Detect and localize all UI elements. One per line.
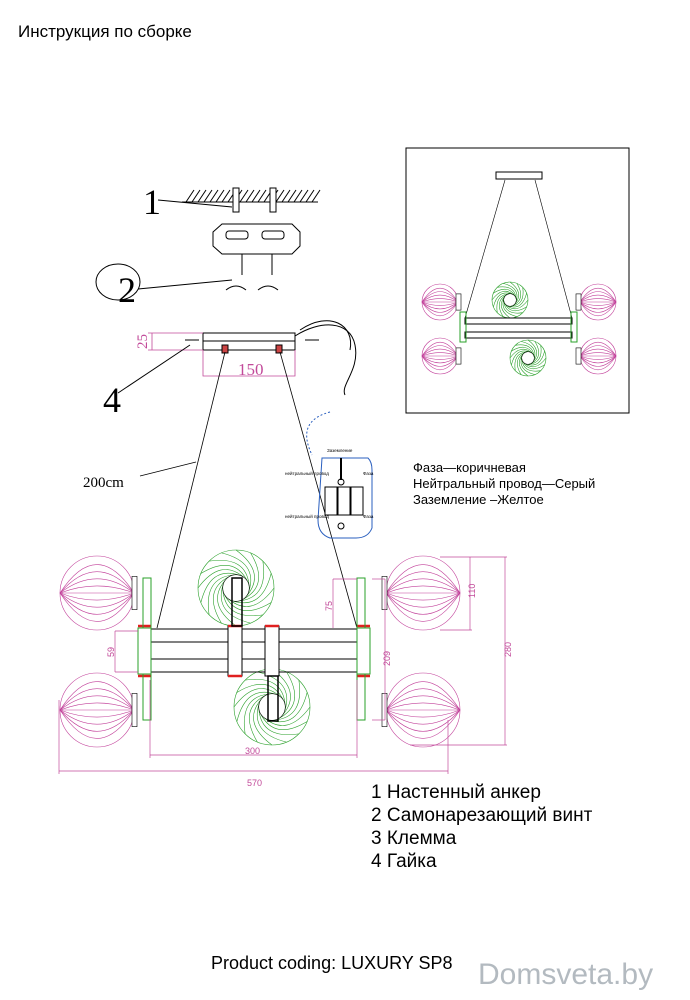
dim-mount-width: 150: [238, 360, 264, 379]
green-globe: [491, 281, 529, 319]
terminal-neutral-bottom-label: нейтральный провод: [285, 513, 329, 519]
terminal-neutral-top-label: нейтральный провод: [285, 470, 329, 476]
dim-280: 280: [503, 642, 513, 657]
wiring-ground: Заземление –Желтое: [413, 492, 544, 507]
canopy-dimensions: [148, 332, 296, 377]
wiring-legend: Фаза—коричневая Нейтральный провод—Серый…: [413, 460, 595, 508]
ceiling-canopy: [185, 320, 357, 396]
part-1: 1 Настенный анкер: [371, 782, 541, 803]
dim-59: 59: [106, 647, 116, 657]
dim-75: 75: [324, 601, 334, 611]
cable-length-label: 200cm: [83, 475, 124, 491]
frame: [137, 577, 371, 722]
pink-globe: [421, 283, 462, 321]
dim-mount-height: 25: [135, 334, 151, 349]
dim-570: 570: [247, 778, 262, 788]
page-title: Инструкция по сборке: [18, 22, 192, 41]
pink-globe: [421, 337, 462, 375]
product-coding: Product coding: LUXURY SP8: [211, 953, 453, 973]
wiring-phase: Фаза—коричневая: [413, 460, 526, 475]
terminal-phase-bottom-label: Фаза: [363, 514, 374, 519]
terminal-ground-label: Заземление: [327, 448, 353, 453]
pink-globe: [381, 555, 461, 631]
globes: [59, 549, 461, 748]
fixture-dimensions: [58, 556, 507, 774]
watermark: Domsveta.by: [478, 958, 654, 991]
callout-4: 4: [103, 380, 121, 420]
dim-300: 300: [245, 746, 260, 756]
callout-1: 1: [143, 182, 161, 222]
green-globe: [509, 339, 547, 377]
parts-list: 1 Настенный анкер 2 Самонарезающий винт …: [371, 781, 592, 873]
terminal-phase-top-label: Фаза: [363, 471, 374, 476]
mounting-bracket: [212, 223, 301, 291]
pink-globe: [575, 337, 617, 375]
part-3: 3 Клемма: [371, 828, 457, 849]
green-globe: [197, 549, 275, 627]
pink-globe: [381, 672, 461, 748]
wall-anchors: [232, 187, 277, 213]
pink-globe: [59, 672, 138, 748]
green-globe: [233, 668, 311, 746]
pink-globe: [59, 555, 138, 631]
part-2: 2 Самонарезающий винт: [371, 805, 593, 826]
dim-209: 209: [382, 651, 392, 666]
suspension-cables: [139, 351, 358, 629]
part-4: 4 Гайка: [371, 851, 437, 872]
terminal-block: Заземление нейтральный провод Фаза нейтр…: [285, 448, 374, 539]
wiring-neutral: Нейтральный провод—Серый: [413, 476, 596, 491]
dim-110: 110: [467, 584, 477, 598]
assembled-view-inset: [405, 147, 630, 414]
pink-globe: [575, 283, 617, 321]
callout-2: 2: [118, 270, 136, 310]
ceiling-hatch: [182, 189, 321, 203]
